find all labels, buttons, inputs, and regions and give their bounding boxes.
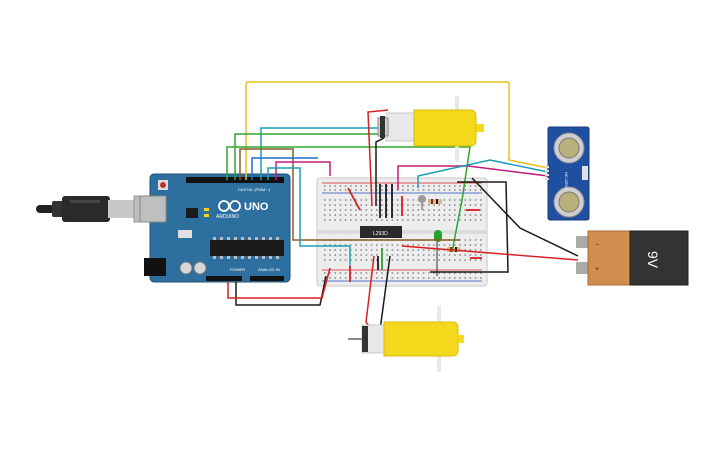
wire-black-2[interactable] <box>430 181 509 273</box>
wire-magenta-1[interactable] <box>275 161 331 180</box>
wire-red-motor[interactable] <box>367 109 389 207</box>
arduino-brand-text: ARDUINO <box>216 214 239 220</box>
led-gray[interactable] <box>418 195 426 210</box>
breadboard-jumpers[interactable] <box>347 184 482 282</box>
svg-text:−: − <box>595 242 599 249</box>
wire-black-1[interactable] <box>471 177 579 257</box>
wire-teal-2[interactable] <box>267 167 351 268</box>
analog-header-label: ANALOG IN <box>258 267 280 272</box>
wire-red-battery[interactable] <box>401 245 579 261</box>
wire-black-motor[interactable] <box>375 137 385 206</box>
wire-magenta-2[interactable] <box>397 165 549 190</box>
wire-black-lower[interactable] <box>379 255 391 331</box>
resistor-1[interactable] <box>428 199 442 204</box>
l293d-ic[interactable]: L293D <box>360 226 402 238</box>
digital-header-label: DIGITAL (PWM ~) <box>238 187 271 192</box>
wire-red-5v[interactable] <box>227 267 331 299</box>
wire-green-1[interactable] <box>234 133 378 180</box>
arduino-logo-icon <box>218 200 241 212</box>
sensor-label: HC-SR04 <box>564 172 569 190</box>
dc-motor-top[interactable] <box>377 96 484 162</box>
dc-motor-bottom[interactable] <box>348 306 464 372</box>
wire-blue-short[interactable] <box>251 157 318 180</box>
power-header-label: POWER <box>230 267 245 272</box>
wire-green-2[interactable] <box>226 146 471 253</box>
arduino-logo-text: UNO <box>244 201 269 213</box>
wire-yellow-top[interactable] <box>245 81 549 180</box>
svg-text:+: + <box>595 266 599 273</box>
wire-brown[interactable] <box>239 148 460 241</box>
arduino-uno-board[interactable]: UNO ARDUINO DIGITAL (PWM ~) POWER ANALOG… <box>139 173 291 283</box>
wire-black-gnd[interactable] <box>235 275 327 306</box>
led-green[interactable] <box>434 230 442 276</box>
sensor-transducer-bottom <box>553 186 585 218</box>
wire-teal-3[interactable] <box>417 159 549 188</box>
battery-label: 9V <box>645 251 661 269</box>
ultrasonic-sensor[interactable]: HC-SR04 <box>545 126 590 221</box>
wire-teal-1[interactable] <box>260 127 378 180</box>
sensor-transducer-top <box>553 132 585 164</box>
battery-9v[interactable]: − + 9V <box>576 230 689 286</box>
l293d-label: L293D <box>373 231 388 237</box>
